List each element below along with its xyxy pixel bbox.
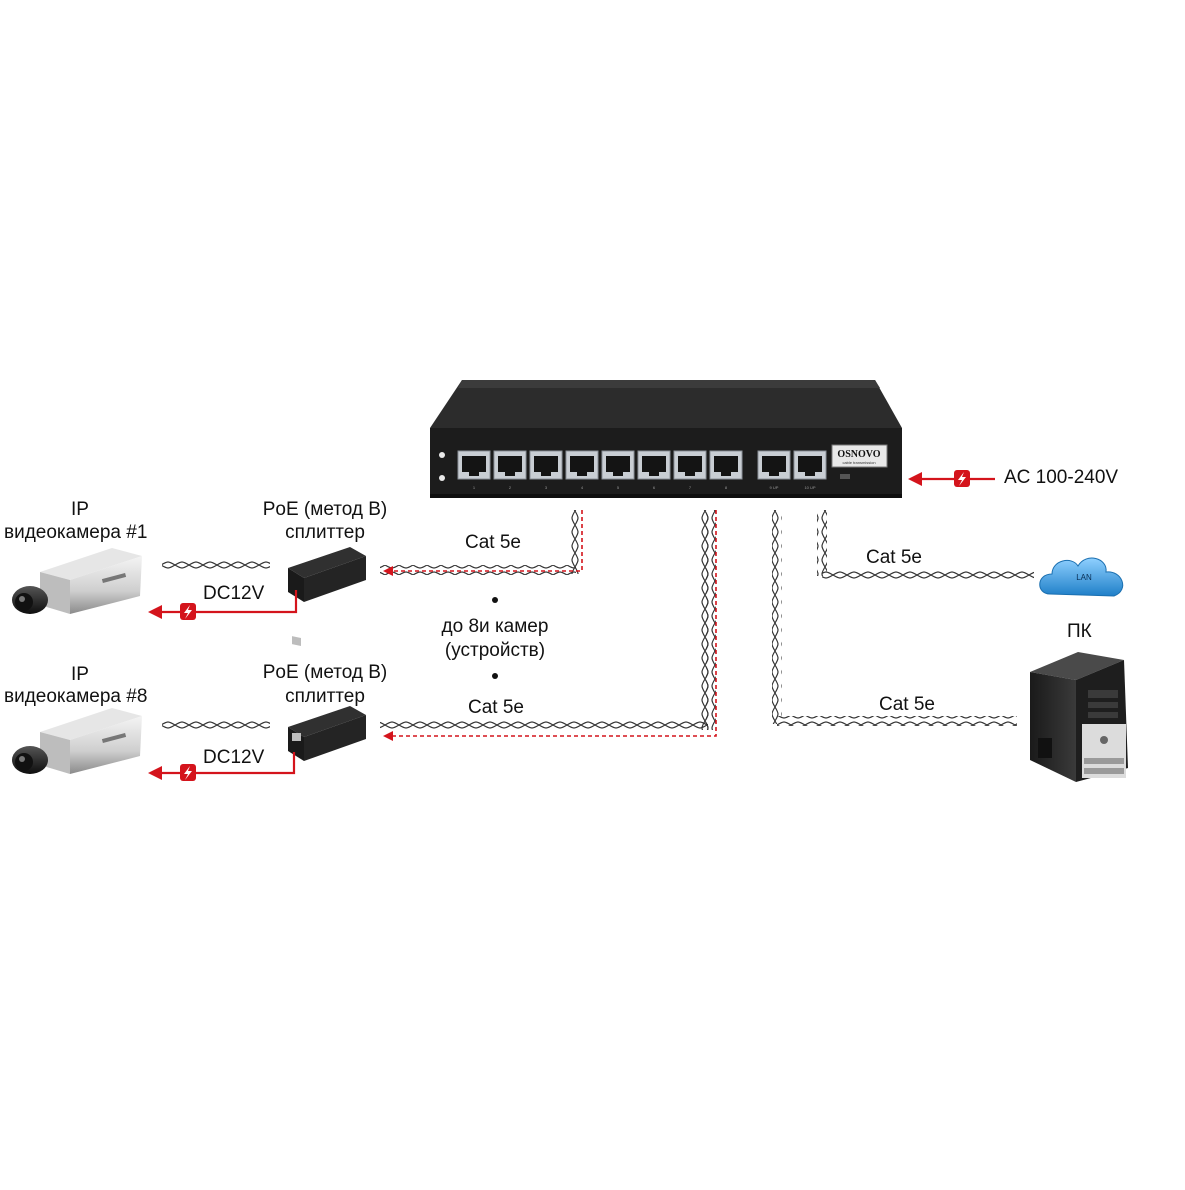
switch-port-5: 5 <box>601 450 635 490</box>
switch-port-8: 8 <box>709 450 743 490</box>
camera1-label-line2: видеокамера #1 <box>4 522 148 543</box>
switch-port-6: 6 <box>637 450 671 490</box>
led-icon <box>439 475 445 481</box>
dc12v-label-1: DC12V <box>203 583 265 604</box>
brand-text: OSNOVO <box>837 449 880 460</box>
switch-port-label: 5 <box>617 485 620 490</box>
reset-switch <box>840 474 850 479</box>
ellipsis-dot <box>492 597 498 603</box>
switch-port-1: 1 <box>457 450 491 490</box>
switch-port-label: 3 <box>545 485 548 490</box>
camera1-label-line1: IP <box>71 499 89 520</box>
camera8-label-line2: видеокамера #8 <box>4 686 148 707</box>
cable-cam1-splitter <box>162 559 270 569</box>
switch-port-label: 2 <box>509 485 512 490</box>
splitter1-label-line2: сплиттер <box>285 522 365 543</box>
switch-port-2: 2 <box>493 450 527 490</box>
cable-cam8-splitter <box>162 719 270 729</box>
switch-port-label: 6 <box>653 485 656 490</box>
cable-label-pc: Cat 5e <box>879 694 935 715</box>
cable-cam1 <box>380 510 583 576</box>
switch-port-label: 1 <box>473 485 476 490</box>
splitter1-label-line1: PoE (метод B) <box>262 499 388 520</box>
cable-label-lan: Cat 5e <box>866 547 922 568</box>
switch-port-7: 7 <box>673 450 707 490</box>
lan-label: LAN <box>1076 573 1092 582</box>
cable-pc <box>772 510 1017 726</box>
switch-port-4: 4 <box>565 450 599 490</box>
switch-port-label: 10 UP <box>804 485 815 490</box>
dc-arrow-1 <box>148 590 298 620</box>
switch-port-label: 4 <box>581 485 584 490</box>
brand-badge <box>831 444 888 468</box>
dc-arrow-8 <box>148 752 296 781</box>
cable-cam8 <box>380 510 717 741</box>
splitter8-label-line2: сплиттер <box>285 686 365 707</box>
ellipsis-dot <box>492 673 498 679</box>
power-label: AC 100-240V <box>1004 467 1119 488</box>
middle-note-line1: до 8и камер <box>441 616 549 637</box>
splitter-1 <box>288 547 366 646</box>
pc-label: ПК <box>1067 621 1092 642</box>
switch-port-3: 3 <box>529 450 563 490</box>
power-input-arrow <box>908 470 995 487</box>
switch-port-9: 9 UP <box>757 450 791 490</box>
brand-subtext: cable transmission <box>842 460 875 465</box>
splitter-8 <box>288 706 366 761</box>
lan-cloud-icon: LAN <box>1039 557 1124 597</box>
dc12v-label-8: DC12V <box>203 747 265 768</box>
switch-port-label: 7 <box>689 485 692 490</box>
led-icon <box>439 452 445 458</box>
cable-label-cam1: Cat 5e <box>465 532 521 553</box>
cable-label-cam8: Cat 5e <box>468 697 524 718</box>
switch-port-label: 8 <box>725 485 728 490</box>
switch-port-10: 10 UP <box>793 450 827 490</box>
rj45-port <box>292 733 301 741</box>
pc-tower-icon <box>1030 652 1128 782</box>
ip-camera-8 <box>12 708 142 774</box>
splitter8-label-line1: PoE (метод B) <box>262 662 388 683</box>
middle-note-line2: (устройств) <box>444 640 546 661</box>
camera8-label-line1: IP <box>71 664 89 685</box>
cable-lan <box>817 510 1034 580</box>
rj45-port <box>292 636 301 646</box>
ip-camera-1 <box>12 548 142 614</box>
switch-port-label: 9 UP <box>770 485 779 490</box>
poe-switch: 1 2 3 4 5 6 7 8 9 UP 10 UP OSNOVO cable transmiss… <box>430 380 902 498</box>
